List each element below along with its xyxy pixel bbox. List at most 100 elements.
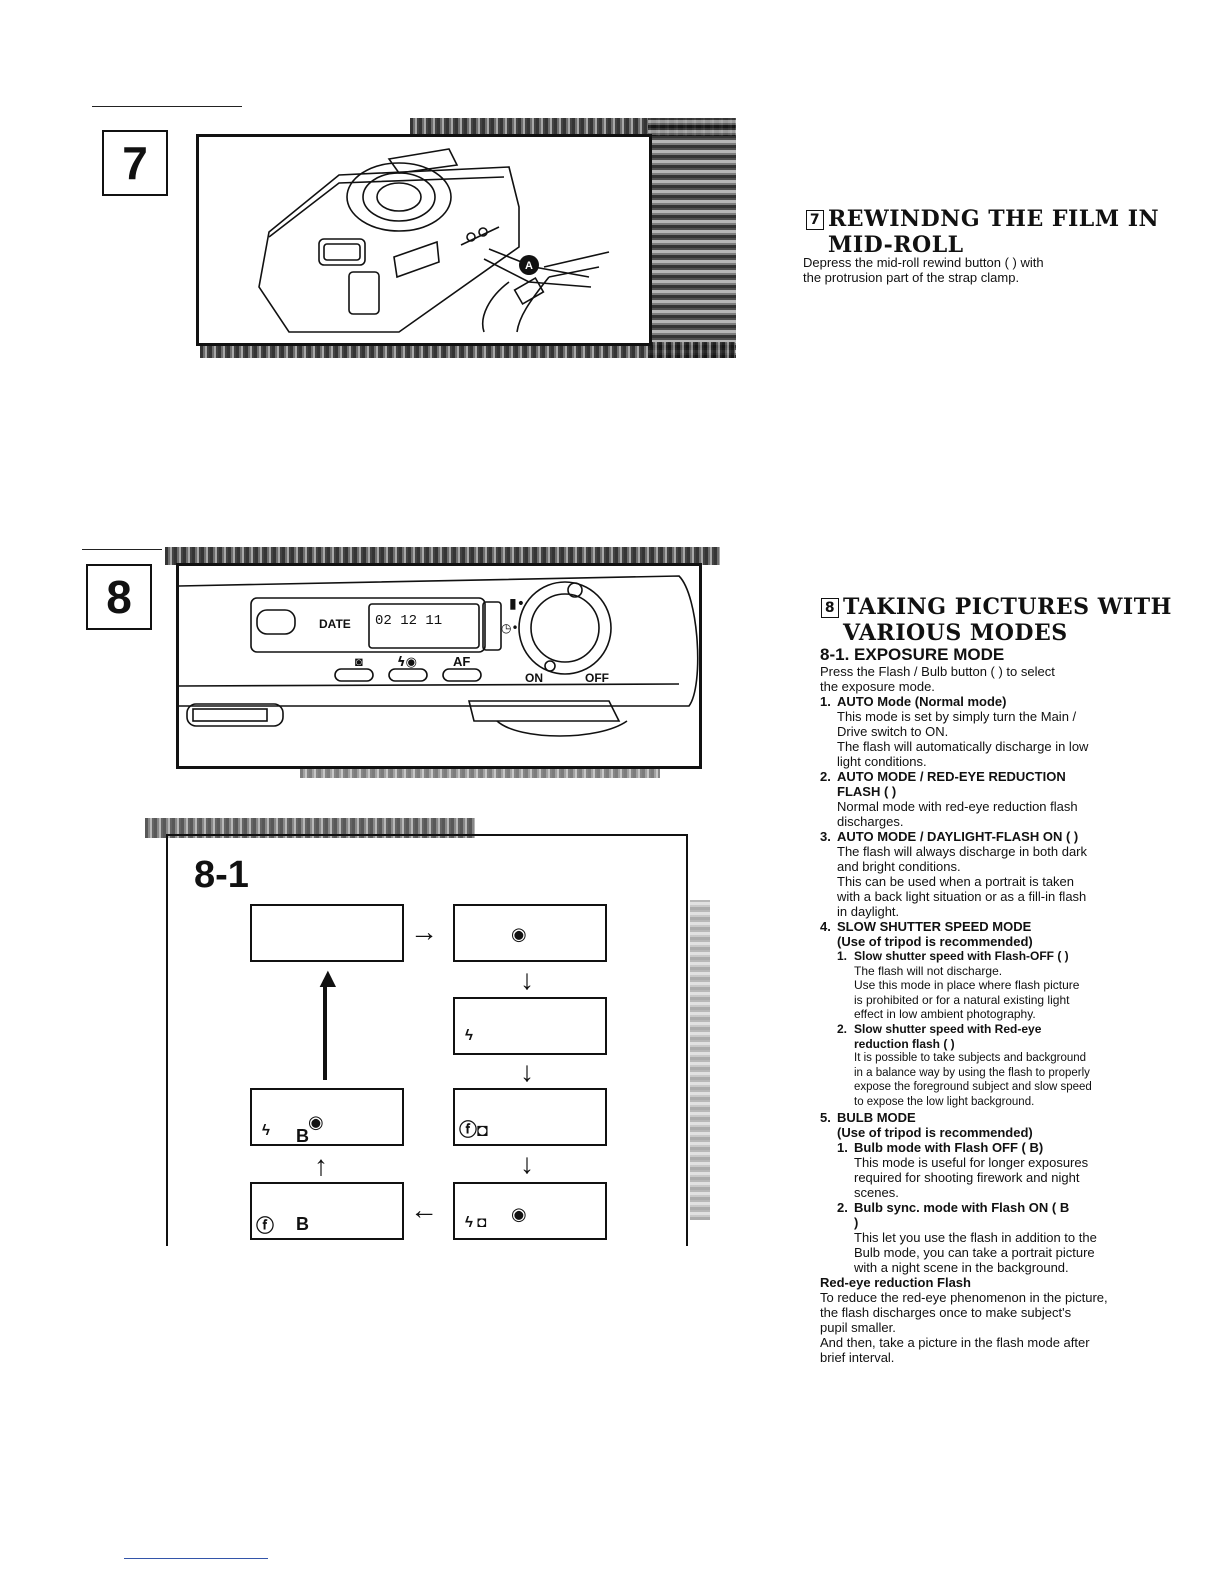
sub5-1-line: scenes. <box>854 1184 899 1200</box>
item-1-text: This mode is set by simply turn the Main… <box>820 709 1120 769</box>
sub4-1-line: Use this mode in place where flash pictu… <box>854 978 1080 993</box>
section-7-number-box: 7 <box>102 130 168 196</box>
item-3-line: with a back light situation or as a fill… <box>837 889 1087 904</box>
scan-noise-bottom-7 <box>200 342 735 358</box>
mode-box-slow-redeye: ϟ ◘ ◉ <box>453 1182 607 1240</box>
section-8-heading-line2: VARIOUS MODES <box>843 620 1068 646</box>
item-1-num: 1. <box>820 694 831 709</box>
item-5-title: BULB MODE <box>837 1109 916 1125</box>
sub5-1-num: 1. <box>837 1139 848 1155</box>
item-3-line: The flash will always discharge in both … <box>837 844 1088 859</box>
flash-off-icon: ⓕ <box>256 1216 274 1236</box>
bulb-b-label: B <box>296 1214 309 1234</box>
item-3-line: in daylight. <box>837 904 900 919</box>
sub4-2-title: Slow shutter speed with Red-eye <box>854 1021 1042 1036</box>
item-1-title: AUTO Mode (Normal mode) <box>837 694 1007 709</box>
item-3-text: The flash will always discharge in both … <box>820 844 1120 919</box>
redeye-icon: ◉ <box>511 924 527 944</box>
sub5-2-line: Bulb mode, you can take a portrait pictu… <box>854 1244 1095 1260</box>
item-2-num: 2. <box>820 769 831 784</box>
scan-noise-right-7 <box>648 118 736 358</box>
scan-noise-right-81 <box>690 900 710 1220</box>
self-timer-icon: ◷• <box>501 621 519 635</box>
sub4-1-num: 1. <box>837 949 848 963</box>
sub5-1-title: Bulb mode with Flash OFF ( B) <box>854 1139 1044 1155</box>
arrow-right: → <box>410 916 438 947</box>
item-2-line: discharges. <box>837 814 904 829</box>
mode-box-slow-flash-off: ⓕ◘ <box>453 1088 607 1146</box>
arrow-down-2: ↓ <box>520 1056 534 1087</box>
redeye-icon-3: ◉ <box>308 1112 324 1132</box>
redeye-line: pupil smaller. <box>820 1319 896 1335</box>
sub4-1-line: is prohibited or for a natural existing … <box>854 992 1070 1007</box>
sub4-1-line: effect in low ambient photography. <box>854 1007 1036 1022</box>
item-1-line: light conditions. <box>837 754 927 769</box>
off-label: OFF <box>585 671 609 685</box>
redeye-line: brief interval. <box>820 1349 895 1365</box>
sub4-2-line: It is possible to take subjects and back… <box>854 1052 1087 1065</box>
item-4-num: 4. <box>820 919 831 934</box>
item-4-title2: (Use of tripod is recommended) <box>837 934 1033 949</box>
section-7-body-line2: the protrusion part of the strap clamp. <box>803 270 1020 285</box>
sub5-2-title: Bulb sync. mode with Flash ON ( B <box>854 1199 1070 1215</box>
arrow-up-long-head: ▲ <box>314 962 342 993</box>
arrow-up-short: ↑ <box>314 1150 328 1181</box>
section-7-body-line1: Depress the mid-roll rewind button ( ) w… <box>803 255 1044 270</box>
intro-line2: the exposure mode. <box>820 679 935 694</box>
item-2-line: Normal mode with red-eye reduction flash <box>837 799 1078 814</box>
sub4-1-line: The flash will not discharge. <box>854 963 1003 978</box>
sub5-2-line: This let you use the flash in addition t… <box>854 1229 1097 1245</box>
battery-icon: ▮• <box>509 596 525 612</box>
on-label: ON <box>525 671 543 685</box>
callout-a-marker <box>519 255 539 275</box>
item-5-num: 5. <box>820 1109 831 1125</box>
item-3-line: This can be used when a portrait is take… <box>837 874 1075 889</box>
sub5-2-title2: ) <box>854 1214 859 1230</box>
mode-box-auto <box>250 904 404 962</box>
sub5-1-line: This mode is useful for longer exposures <box>854 1154 1089 1170</box>
redeye-line: To reduce the red-eye phenomenon in the … <box>820 1289 1108 1305</box>
diagram-81-frame <box>166 834 688 1246</box>
mode-box-redeye: ◉ <box>453 904 607 962</box>
section-8-heading-icon: 8 <box>821 598 839 618</box>
item-3-line: and bright conditions. <box>837 859 961 874</box>
arrow-down-1: ↓ <box>520 964 534 995</box>
mode-box-flash-on: ϟ <box>453 997 607 1055</box>
lcd-digits: 02 12 11 <box>375 613 442 629</box>
sub5-2-line: with a night scene in the background. <box>854 1259 1069 1275</box>
section-7-body: Depress the mid-roll rewind button ( ) w… <box>803 255 1123 285</box>
redeye-title: Red-eye reduction Flash <box>820 1274 971 1290</box>
scan-noise-bottom-8 <box>300 766 660 778</box>
item-1-line: Drive switch to ON. <box>837 724 949 739</box>
sub4-2-line: expose the foreground subject and slow s… <box>854 1081 1092 1094</box>
camera-rewind-illustration: A <box>196 134 652 346</box>
mode-box-bulb-flash-on: ϟ B ◉ <box>250 1088 404 1146</box>
mode-button-icon: ◙ <box>355 654 363 669</box>
item-5-title2: (Use of tripod is recommended) <box>837 1124 1033 1140</box>
redeye-icon-2: ◉ <box>511 1204 527 1224</box>
section-8-body: 8-1. EXPOSURE MODE Press the Flash / Bul… <box>820 645 1120 1365</box>
camera-top-drawing: DATE 02 12 11 ◙ ϟ◉ AF ON OFF ▮• ◷• <box>178 575 699 737</box>
section-7-heading-line2: MID-ROLL <box>828 232 964 258</box>
item-1-line: The flash will automatically discharge i… <box>837 739 1089 754</box>
section-8-number-box: 8 <box>86 564 152 630</box>
item-3-title: AUTO MODE / DAYLIGHT-FLASH ON ( ) <box>837 829 1079 844</box>
flash-icon: ϟ <box>465 1027 473 1044</box>
flash-slow-icon: ϟ ◘ <box>465 1214 487 1231</box>
section-8-number: 8 <box>106 571 132 623</box>
item-2-text: Normal mode with red-eye reduction flash… <box>820 799 1120 829</box>
sub5-2-num: 2. <box>837 1199 848 1215</box>
sub4-2-title2: reduction flash ( ) <box>854 1036 955 1051</box>
sub4-1-title: Slow shutter speed with Flash-OFF ( ) <box>854 949 1069 963</box>
section-7-number: 7 <box>122 137 148 189</box>
item-3-num: 3. <box>820 829 831 844</box>
redeye-line: the flash discharges once to make subjec… <box>820 1304 1072 1320</box>
section-8-heading-line1: TAKING PICTURES WITH <box>843 594 1172 620</box>
sub5-1-text: This mode is useful for longer exposures… <box>837 1155 1120 1200</box>
flash-redeye-button-icon: ϟ◉ <box>397 655 417 670</box>
af-button-label: AF <box>453 654 470 669</box>
sub4-2-num: 2. <box>837 1021 848 1036</box>
sub4-2-text: It is possible to take subjects and back… <box>837 1051 1120 1109</box>
